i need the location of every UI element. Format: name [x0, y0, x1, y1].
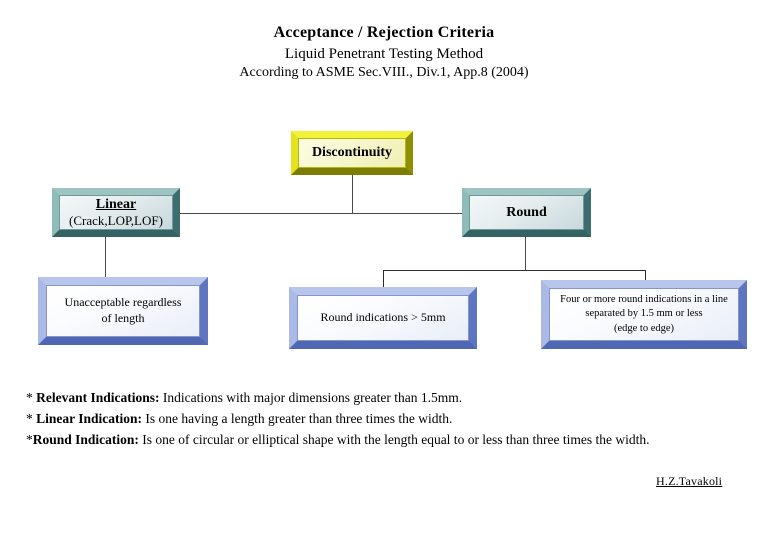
- node-round-label: Round: [506, 204, 547, 220]
- note-relevant-indications-term: Relevant Indications:: [36, 390, 160, 405]
- node-round[interactable]: Round: [462, 188, 591, 237]
- node-round-outcome-alignment-line1: Four or more round indications in a line: [560, 294, 728, 306]
- note-relevant-indications-marker: *: [26, 390, 37, 405]
- connector-round-bus-left-drop: [383, 270, 384, 287]
- node-round-outcome-alignment-line3: (edge to edge): [613, 322, 675, 334]
- note-linear-indication-term: Linear Indication:: [36, 410, 143, 426]
- node-linear-outcome[interactable]: Unacceptable regardless of length: [38, 277, 208, 345]
- note-round-indication-term: Round Indication:: [32, 431, 139, 447]
- note-round-indication-text: Is one of circular or elliptical shape w…: [138, 431, 650, 447]
- note-round-indication: *Round Indication: Is one of circular or…: [26, 430, 742, 451]
- page-standard-reference: According to ASME Sec.VIII., Div.1, App.…: [239, 64, 529, 80]
- node-linear[interactable]: Linear (Crack,LOP,LOF): [52, 188, 180, 237]
- node-linear-label: Linear: [95, 196, 137, 212]
- connector-round-bus-right-drop: [645, 270, 646, 287]
- note-linear-indication-text: Is one having a length greater than thre…: [142, 410, 453, 426]
- page-subtitle: Liquid Penetrant Testing Method: [284, 45, 484, 62]
- connector-round-bus: [383, 270, 645, 271]
- node-round-outcome-alignment-line2: separated by 1.5 mm or less: [585, 308, 703, 320]
- note-linear-indication: * Linear Indication: Is one having a len…: [26, 409, 742, 430]
- note-round-indication-marker: *: [26, 431, 33, 447]
- node-round-outcome-size[interactable]: Round indications > 5mm: [289, 287, 477, 349]
- title-block: Acceptance / Rejection Criteria Liquid P…: [0, 22, 768, 83]
- connector-round-to-bus: [525, 237, 526, 270]
- node-discontinuity-label: Discontinuity: [311, 145, 393, 161]
- node-linear-outcome-line2: of length: [101, 311, 145, 325]
- note-relevant-indications-text: Indications with major dimensions greate…: [159, 390, 463, 405]
- node-linear-sublabel: (Crack,LOP,LOF): [69, 213, 163, 229]
- connector-bus-linear-round: [178, 213, 466, 214]
- note-linear-indication-marker: *: [26, 410, 37, 426]
- author-signature: H.Z.Tavakoli: [656, 474, 723, 488]
- node-linear-outcome-line1: Unacceptable regardless: [64, 295, 182, 310]
- node-round-outcome-alignment[interactable]: Four or more round indications in a line…: [541, 280, 747, 349]
- connector-linear-to-leaf: [105, 237, 106, 277]
- connector-discontinuity-to-bus: [352, 175, 353, 213]
- node-discontinuity[interactable]: Discontinuity: [291, 131, 413, 175]
- definitions-notes: * Relevant Indications: Indications with…: [26, 388, 742, 451]
- page-title: Acceptance / Rejection Criteria: [273, 24, 495, 41]
- node-round-outcome-size-line1: Round indications > 5mm: [320, 310, 446, 325]
- note-relevant-indications: * Relevant Indications: Indications with…: [26, 388, 742, 409]
